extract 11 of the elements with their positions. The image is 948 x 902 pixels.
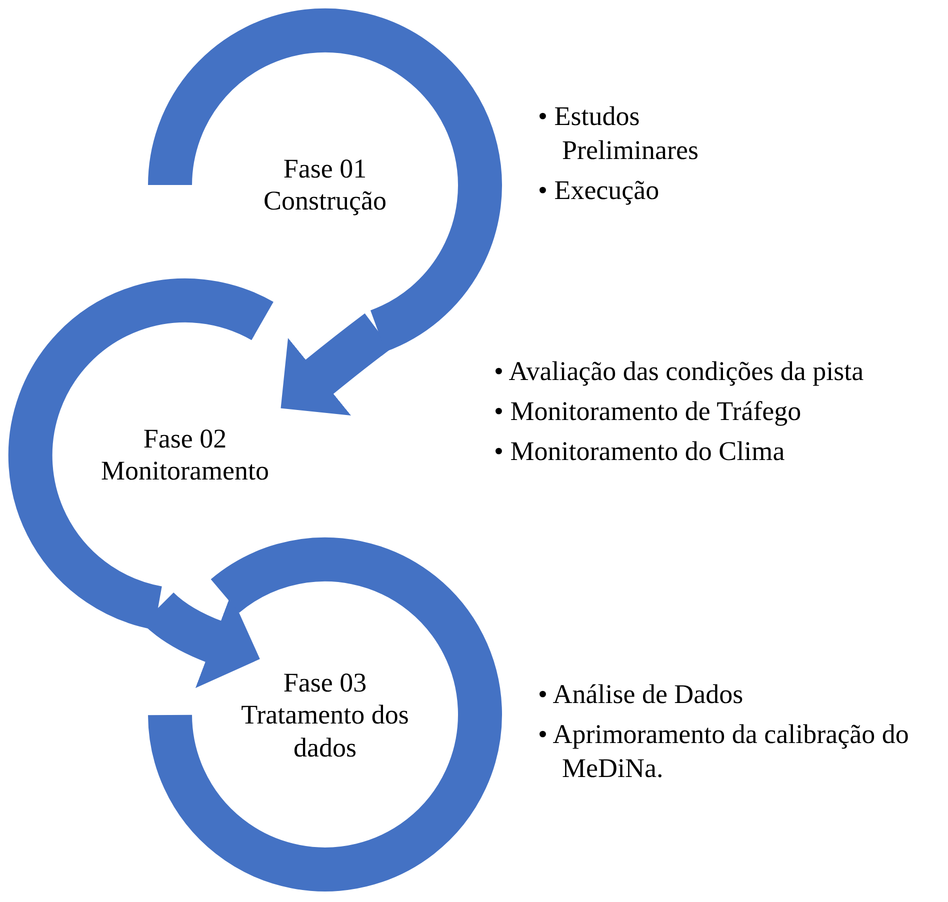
bullet-text: • Monitoramento de Tráfego: [494, 394, 802, 428]
bullet-text: • Estudos Preliminares: [538, 100, 700, 167]
phase-label: Fase 02 Monitoramento: [100, 422, 270, 488]
bullet-text: • Análise de Dados: [538, 678, 744, 711]
bullet-text: • Avaliação das condições da pista: [494, 355, 864, 388]
bullet-text: • Execução: [538, 174, 660, 207]
bullet-text: • Aprimoramento da calibração do MeDiNa.: [538, 718, 910, 784]
arrow: [280, 313, 392, 416]
bullet-text: • Monitoramento do Clima: [494, 434, 786, 468]
phase-label: Fase 01 Construção: [262, 152, 388, 218]
phase-label: Fase 03 Tratamento dos dados: [240, 666, 410, 764]
